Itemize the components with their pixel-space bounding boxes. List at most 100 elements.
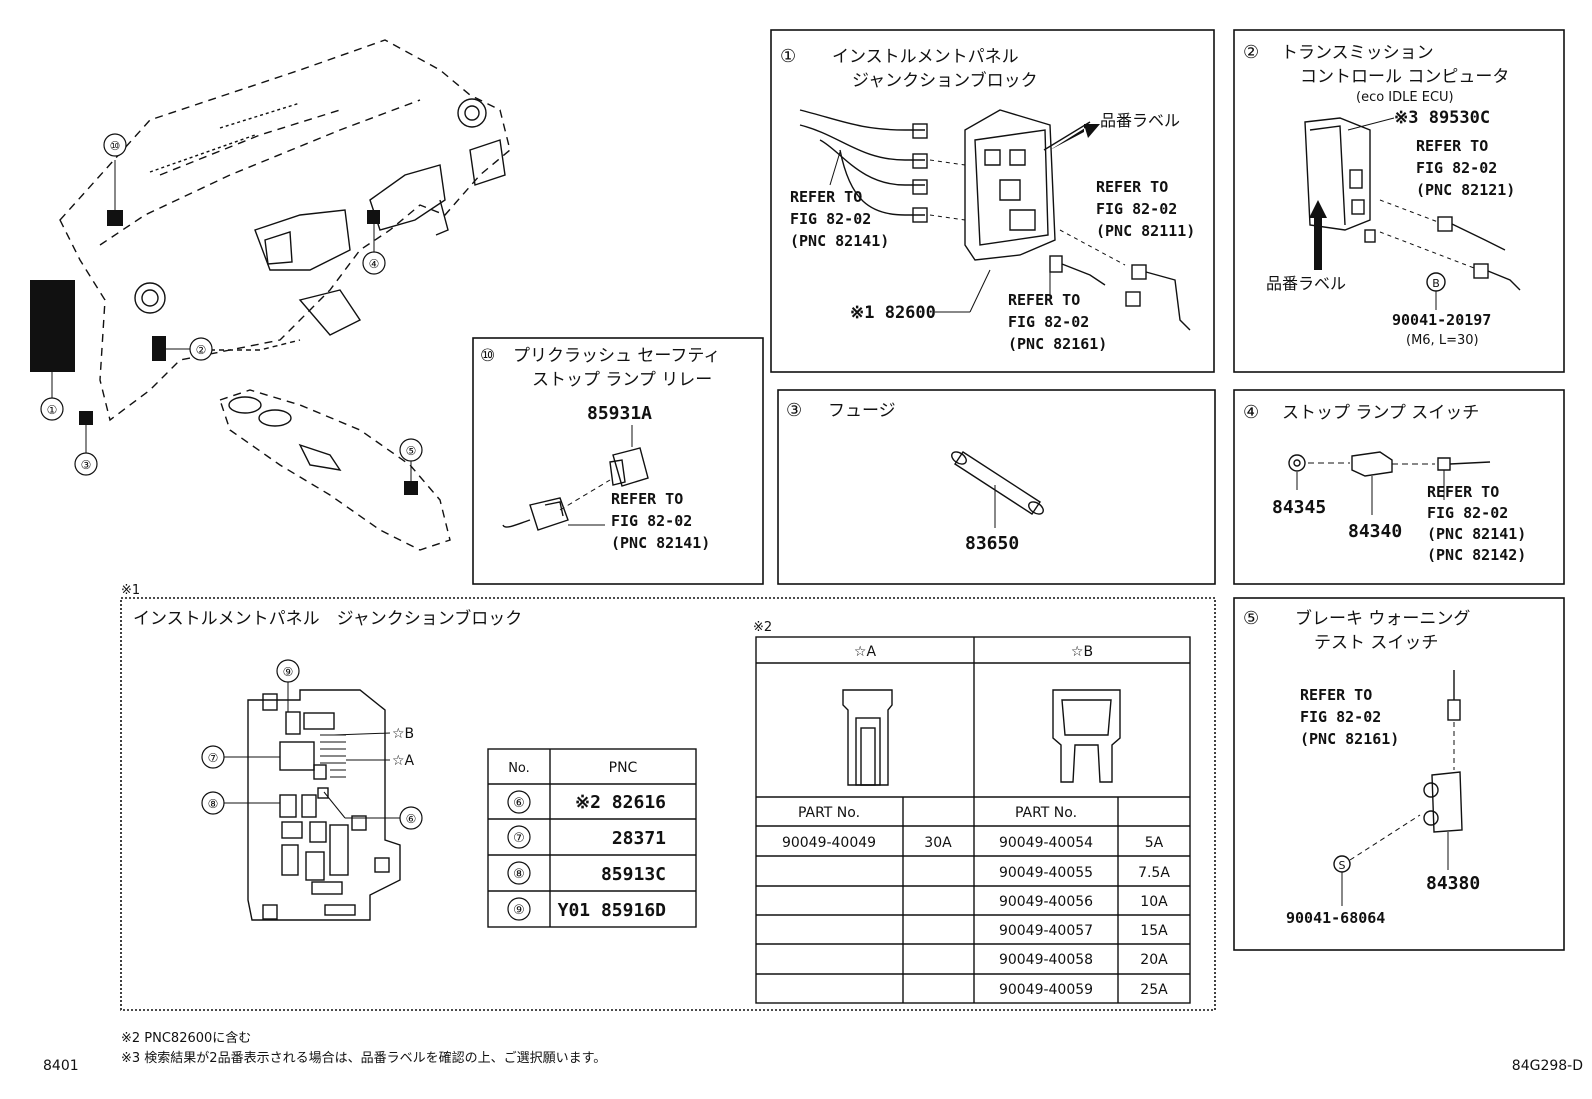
svg-text:B: B [1432,277,1440,290]
svg-text:※2 82616: ※2 82616 [575,792,666,813]
callout-10: ⑩ [103,133,127,157]
svg-text:S: S [1339,859,1346,872]
svg-text:7.5A: 7.5A [1138,865,1170,881]
svg-text:③: ③ [81,458,92,472]
console-outline [219,389,451,551]
svg-text:⑨: ⑨ [283,665,294,679]
pnc-table: No. PNC ⑥ ※2 82616 ⑦ 28371 ⑧ 85913C ⑨ Y0… [487,748,697,928]
panel-3-fuse: ③ フュージ 83650 [777,389,1216,585]
svg-text:(PNC 82141): (PNC 82141) [611,534,710,552]
svg-text:PART No.: PART No. [798,805,860,821]
svg-text:※3 89530C: ※3 89530C [1394,108,1490,128]
panel-jb-detail: ※1 インストルメントパネル ジャンクションブロック [120,583,1216,1011]
footer-notes: ※2 PNC82600に含む ※3 検索結果が2品番表示される場合は、品番ラベル… [43,1030,1583,1074]
svg-text:②: ② [196,343,207,357]
callout-5: ⑤ [399,438,423,462]
svg-text:テスト スイッチ: テスト スイッチ [1314,633,1438,653]
panel-10-stop-lamp-relay: ⑩ プリクラッシュ セーフティ ストップ ランプ リレー 85931A REFE… [472,337,764,585]
svg-text:☆B: ☆B [392,726,414,742]
marker-10 [107,210,123,226]
svg-text:FIG 82-02: FIG 82-02 [790,210,871,228]
svg-text:REFER TO: REFER TO [611,490,683,508]
overview-drawing: ⑩ ④ ② ① ③ ⑤ [30,39,511,551]
svg-text:☆A: ☆A [392,753,415,769]
svg-text:ストップ ランプ スイッチ: ストップ ランプ スイッチ [1282,403,1479,423]
svg-text:(PNC 82141): (PNC 82141) [1427,525,1526,543]
svg-text:90049-40058: 90049-40058 [999,952,1093,968]
svg-text:インストルメントパネル ジャンクションブロック: インストルメントパネル ジャンクションブロック [133,608,522,629]
svg-text:(PNC 82142): (PNC 82142) [1427,546,1526,564]
svg-text:FIG 82-02: FIG 82-02 [1008,313,1089,331]
svg-text:※1: ※1 [121,583,140,598]
panel-4-stop-lamp-switch: ④ ストップ ランプ スイッチ 84345 84340 REFER TO FIG… [1233,389,1565,585]
callout-3: ③ [74,452,98,476]
svg-text:FIG 82-02: FIG 82-02 [1416,159,1497,177]
svg-text:FIG 82-02: FIG 82-02 [1300,708,1381,726]
table-row: ⑦ 28371 [507,825,666,849]
table-row: 90049-40058 20A [999,952,1168,968]
table-row: ⑧ 85913C [507,861,666,885]
svg-text:品番ラベル: 品番ラベル [1100,111,1180,130]
svg-text:90041-20197: 90041-20197 [1392,311,1491,329]
svg-text:5A: 5A [1145,835,1164,851]
svg-text:15A: 15A [1140,923,1168,939]
svg-text:⑦: ⑦ [513,831,525,846]
svg-text:ストップ ランプ リレー: ストップ ランプ リレー [532,370,712,390]
panel-1-junction-block: ① インストルメントパネル ジャンクションブロック 品番ラベル REFER TO… [770,29,1215,373]
svg-text:REFER TO: REFER TO [1416,137,1488,155]
svg-text:⑤: ⑤ [1243,608,1259,629]
svg-text:☆A: ☆A [854,644,877,660]
svg-text:REFER TO: REFER TO [1300,686,1372,704]
marker-3 [79,411,93,425]
svg-text:FIG 82-02: FIG 82-02 [1096,200,1177,218]
svg-text:83650: 83650 [965,533,1019,554]
svg-text:ブレーキ ウォーニング: ブレーキ ウォーニング [1295,608,1470,629]
svg-text:⑧: ⑧ [513,867,525,882]
svg-text:90049-40055: 90049-40055 [999,865,1093,881]
svg-text:28371: 28371 [612,828,666,849]
svg-text:FIG 82-02: FIG 82-02 [1427,504,1508,522]
callout-2: ② [189,337,213,361]
fuse-table: ※2 ☆A ☆B PART No. PART No. 9 [753,620,1191,1004]
svg-text:②: ② [1243,42,1259,63]
svg-text:85913C: 85913C [601,864,666,885]
panel-5-brake-warning-switch: ⑤ ブレーキ ウォーニング テスト スイッチ REFER TO FIG 82-0… [1233,597,1565,951]
marker-1 [30,280,75,372]
svg-text:90049-40059: 90049-40059 [999,982,1093,998]
svg-text:REFER TO: REFER TO [790,188,862,206]
svg-text:④: ④ [1243,402,1259,423]
svg-text:コントロール コンピュータ: コントロール コンピュータ [1300,67,1509,87]
svg-text:(PNC 82121): (PNC 82121) [1416,181,1515,199]
figure-code-right: 84G298-D [1512,1058,1583,1074]
svg-text:25A: 25A [1140,982,1168,998]
table-row: 90049-40059 25A [999,982,1168,998]
svg-text:※1 82600: ※1 82600 [850,303,936,323]
svg-text:84345: 84345 [1272,497,1326,518]
svg-text:ジャンクションブロック: ジャンクションブロック [852,70,1038,91]
marker-4 [367,210,380,224]
svg-text:90049-40054: 90049-40054 [999,835,1093,851]
svg-text:⑤: ⑤ [406,444,417,458]
svg-text:③: ③ [786,400,802,421]
svg-text:30A: 30A [924,835,952,851]
dashboard-outline [59,39,511,422]
svg-text:84380: 84380 [1426,873,1480,894]
svg-text:⑧: ⑧ [208,797,219,811]
table-row: 90049-40049 30A 90049-40054 5A [782,835,1164,851]
svg-text:(PNC 82161): (PNC 82161) [1300,730,1399,748]
svg-text:☆B: ☆B [1071,644,1093,660]
svg-text:REFER TO: REFER TO [1008,291,1080,309]
svg-text:⑥: ⑥ [513,796,525,811]
svg-text:20A: 20A [1140,952,1168,968]
svg-text:品番ラベル: 品番ラベル [1266,274,1346,293]
table-row: ⑥ ※2 82616 [507,790,666,814]
svg-text:REFER TO: REFER TO [1427,483,1499,501]
svg-text:インストルメントパネル: インストルメントパネル [832,47,1019,67]
svg-text:FIG 82-02: FIG 82-02 [611,512,692,530]
svg-text:①: ① [47,403,58,417]
svg-text:(PNC 82141): (PNC 82141) [790,232,889,250]
svg-text:(eco IDLE ECU): (eco IDLE ECU) [1356,90,1454,105]
svg-text:90041-68064: 90041-68064 [1286,909,1385,927]
callout-4: ④ [362,251,386,275]
